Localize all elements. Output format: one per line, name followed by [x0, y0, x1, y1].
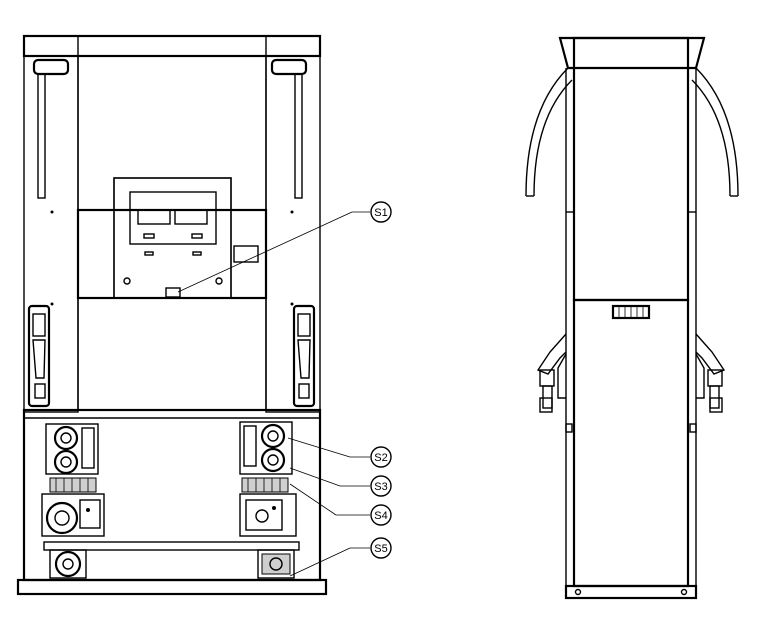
callout-s3-label: S3: [374, 481, 387, 493]
side-upper-body: [572, 36, 690, 302]
display-band: [76, 208, 268, 300]
display-head: [113, 177, 232, 299]
front-view: [16, 34, 328, 596]
front-right-nozzle: [292, 304, 316, 408]
display-board: [129, 191, 217, 245]
front-left-nozzle: [27, 304, 51, 408]
callout-s2-label: S2: [374, 452, 387, 464]
callout-s5-label: S5: [374, 543, 387, 555]
front-left-hook: [32, 58, 70, 76]
display-screen-left: [137, 209, 171, 225]
callouts: S1 S2 S3 S4 S5: [177, 201, 392, 577]
callout-s1-label: S1: [374, 207, 387, 219]
left-pump: [49, 549, 87, 579]
display-screen-right: [174, 209, 208, 225]
callout-s1: [370, 201, 392, 223]
side-base: [564, 584, 698, 600]
right-pump: [257, 549, 295, 579]
card-slot: [233, 245, 259, 263]
callout-s3: [370, 475, 392, 497]
side-left-nozzle: [536, 333, 567, 413]
front-top-cap: [22, 34, 322, 58]
callout-s5: [370, 537, 392, 559]
side-view: [525, 36, 739, 600]
side-right-hose: [695, 67, 739, 197]
left-meter-group: [41, 423, 105, 537]
right-meter-group: [239, 421, 297, 537]
callout-s4: [370, 504, 392, 526]
front-right-hook: [270, 58, 308, 76]
side-right-nozzle: [695, 333, 726, 413]
side-left-hose: [525, 67, 569, 197]
callout-s2: [370, 446, 392, 468]
front-base: [16, 578, 328, 596]
base-rail: [43, 541, 300, 551]
callout-s4-label: S4: [374, 510, 387, 522]
side-top-cap: [558, 36, 706, 70]
front-left-column: [23, 55, 79, 413]
side-lower-body: [572, 298, 690, 588]
